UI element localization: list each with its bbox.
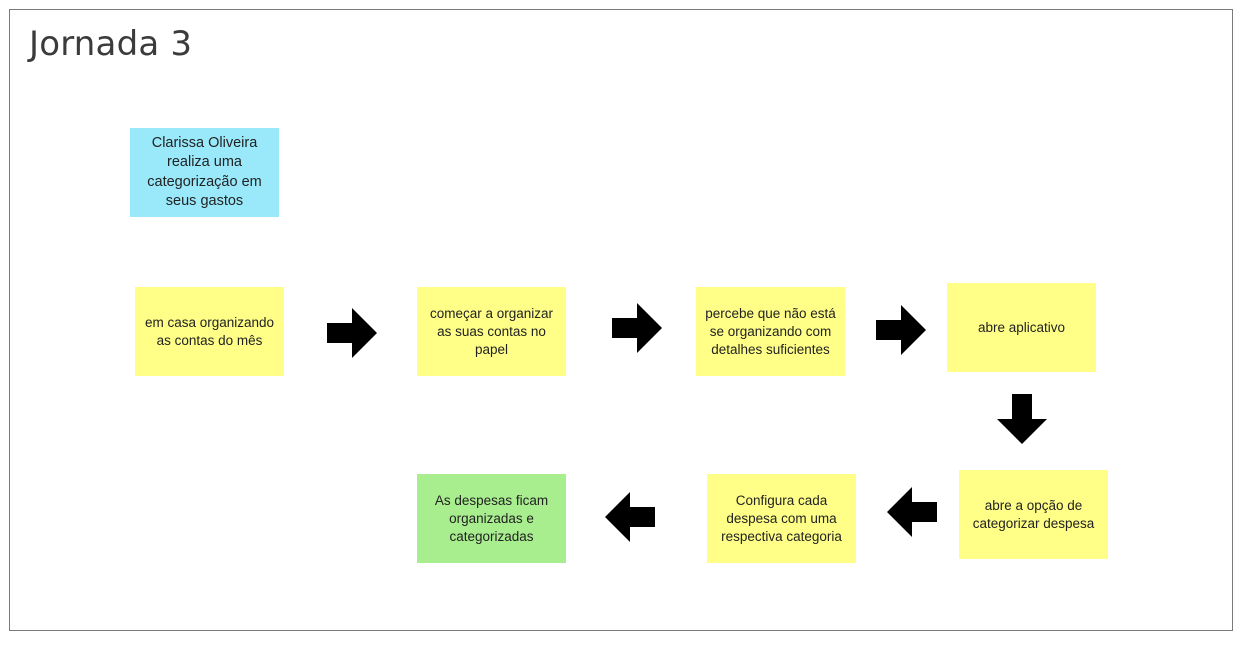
arrow-right-icon [876, 305, 926, 355]
step-note-6[interactable]: Configura cada despesa com uma respectiv… [707, 474, 856, 563]
arrow-left-icon [887, 487, 937, 537]
step-note-6-text: Configura cada despesa com uma respectiv… [721, 492, 842, 544]
persona-note-text: Clarissa Oliveira realiza uma categoriza… [147, 134, 262, 210]
step-note-4[interactable]: abre aplicativo [947, 283, 1096, 372]
final-note-text: As despesas ficam organizadas e categori… [434, 492, 549, 544]
step-note-3[interactable]: percebe que não está se organizando com … [696, 287, 845, 376]
step-note-3-text: percebe que não está se organizando com … [705, 305, 836, 357]
step-note-5[interactable]: abre a opção de categorizar despesa [959, 470, 1108, 559]
arrow-left-icon [605, 492, 655, 542]
step-note-1-text: em casa organizando as contas do mês [144, 314, 275, 348]
step-note-1[interactable]: em casa organizando as contas do mês [135, 287, 284, 376]
persona-note[interactable]: Clarissa Oliveira realiza uma categoriza… [130, 128, 279, 217]
final-note[interactable]: As despesas ficam organizadas e categori… [417, 474, 566, 563]
arrow-right-icon [327, 308, 377, 358]
step-note-2[interactable]: começar a organizar as suas contas no pa… [417, 287, 566, 376]
step-note-2-text: começar a organizar as suas contas no pa… [429, 305, 554, 357]
board-title: Jornada 3 [29, 24, 193, 64]
step-note-4-text: abre aplicativo [977, 319, 1066, 335]
step-note-5-text: abre a opção de categorizar despesa [972, 497, 1095, 531]
arrow-down-icon [997, 394, 1047, 444]
arrow-right-icon [612, 303, 662, 353]
